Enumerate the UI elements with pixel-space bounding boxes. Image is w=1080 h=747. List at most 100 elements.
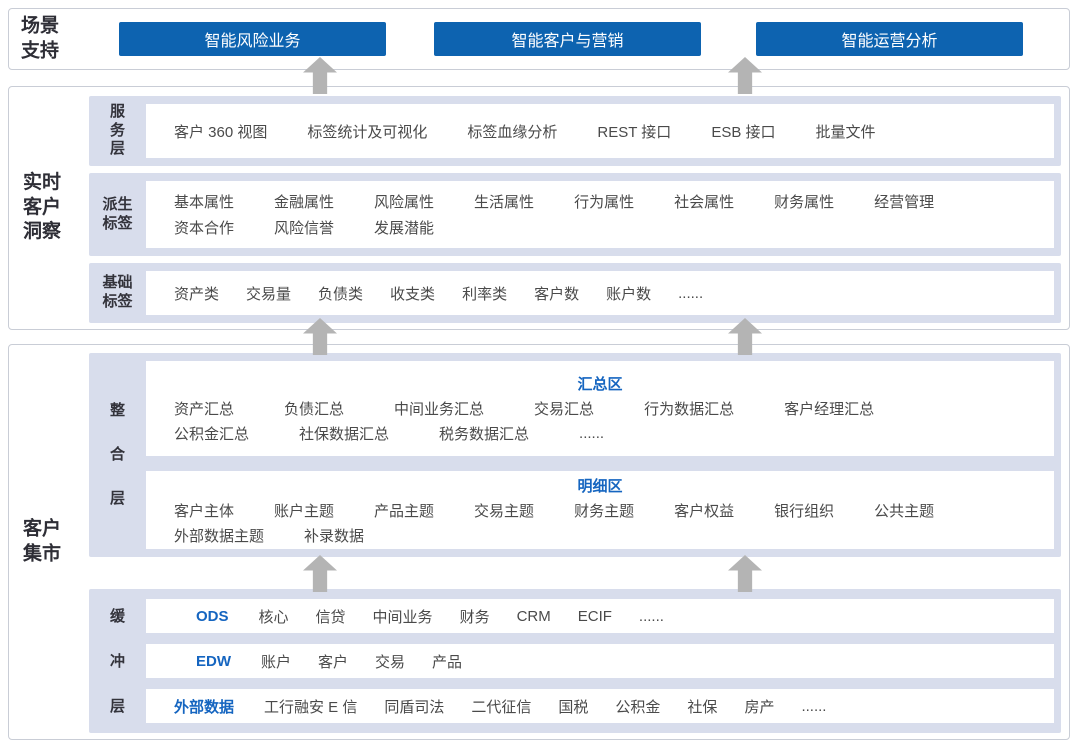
section-scene-support: 场景支持 智能风险业务 智能客户与营销 智能运营分析 xyxy=(8,8,1070,70)
customer-mart-label: 客户集市 xyxy=(23,517,67,566)
diagram-item: 生活属性 xyxy=(474,194,535,211)
integration-layer-content: 汇总区 资产汇总负债汇总中间业务汇总交易汇总行为数据汇总客户经理汇总 公积金汇总… xyxy=(146,353,1054,557)
detail-zone-row-1: 客户主体账户主题产品主题交易主题财务主题客户权益银行组织公共主题 xyxy=(146,500,1054,521)
derived-tags-content: 基本属性 金融属性 风险属性 生活属性 行为属性 社会属性 财务属性 经营管理 资本合作风险信… xyxy=(146,181,1054,248)
diagram-item: 同盾司法 xyxy=(384,698,445,716)
summary-zone-row-1: 资产汇总负债汇总中间业务汇总交易汇总行为数据汇总客户经理汇总 xyxy=(146,398,1054,419)
buffer-layer-label-text: 缓冲层 xyxy=(109,607,125,715)
base-tags-label: 基础标签 xyxy=(89,263,146,323)
diagram-item: 财务 xyxy=(459,608,490,626)
integration-layer-panel: 整合层 汇总区 资产汇总负债汇总中间业务汇总交易汇总行为数据汇总客户经理汇总 公… xyxy=(89,353,1061,557)
detail-zone-title: 明细区 xyxy=(577,477,623,495)
integration-layer-label-text: 整合层 xyxy=(109,402,125,507)
diagram-item: 标签血缘分析 xyxy=(467,123,558,141)
diagram-item: 交易汇总 xyxy=(534,401,595,418)
diagram-item: 客户主体 xyxy=(174,502,235,520)
diagram-item: 基本属性 xyxy=(174,194,235,211)
diagram-item: ...... xyxy=(638,607,664,625)
diagram-item: 账户主题 xyxy=(274,502,335,520)
diagram-item: 信贷 xyxy=(315,608,346,626)
diagram-item: 经营管理 xyxy=(874,194,935,211)
diagram-item: ESB 接口 xyxy=(711,123,776,141)
diagram-item: 风险属性 xyxy=(374,194,435,211)
edw-items: 账户客户交易产品 xyxy=(261,651,462,672)
base-tags-items: 资产类交易量负债类收支类利率类客户数账户数...... xyxy=(146,283,1054,304)
diagram-item: ...... xyxy=(678,284,704,302)
diagram-item: 补录数据 xyxy=(304,527,365,545)
service-layer-label-text: 服务层 xyxy=(109,102,125,158)
diagram-item: 中间业务汇总 xyxy=(394,401,485,418)
scene-button-risk[interactable]: 智能风险业务 xyxy=(119,22,386,56)
diagram-item: 社保 xyxy=(687,698,718,716)
diagram-item: 客户数 xyxy=(534,285,580,303)
diagram-item: 交易主题 xyxy=(474,502,535,520)
diagram-item: 发展潜能 xyxy=(374,220,435,237)
diagram-item: 资本合作 xyxy=(174,220,235,237)
diagram-item: ECIF xyxy=(577,607,612,625)
service-layer-label: 服务层 xyxy=(89,96,146,166)
diagram-item: 公积金 xyxy=(615,698,661,716)
diagram-item: 账户数 xyxy=(606,285,652,303)
diagram-item: 公共主题 xyxy=(874,502,935,520)
summary-zone: 汇总区 资产汇总负债汇总中间业务汇总交易汇总行为数据汇总客户经理汇总 公积金汇总… xyxy=(146,361,1054,456)
scene-button-operation-analysis[interactable]: 智能运营分析 xyxy=(756,22,1023,56)
diagram-item: 国税 xyxy=(558,698,589,716)
base-tags-content: 资产类交易量负债类收支类利率类客户数账户数...... xyxy=(146,271,1054,315)
derived-tags-label-text: 派生标签 xyxy=(102,195,133,232)
summary-zone-row-2: 公积金汇总社保数据汇总税务数据汇总...... xyxy=(146,423,1054,444)
detail-zone: 明细区 客户主体账户主题产品主题交易主题财务主题客户权益银行组织公共主题 外部数… xyxy=(146,471,1054,549)
scene-button-customer-marketing[interactable]: 智能客户与营销 xyxy=(434,22,701,56)
detail-zone-row-2: 外部数据主题 补录数据 xyxy=(146,525,1054,546)
external-data-items: 工行融安 E 信 同盾司法 二代征信 国税 公积金 社保 房产...... xyxy=(264,696,826,717)
diagram-item: 负债汇总 xyxy=(284,401,345,418)
external-data-title: 外部数据 xyxy=(174,698,235,716)
diagram-item: 产品 xyxy=(432,653,463,671)
diagram-item: 资产汇总 xyxy=(174,401,235,418)
diagram-item: 交易 xyxy=(375,653,406,671)
diagram-item: REST 接口 xyxy=(597,123,672,141)
diagram-item: 产品主题 xyxy=(374,502,435,520)
section-customer-mart: 客户集市 整合层 汇总区 资产汇总负债汇总中间业务汇总交易汇总行为数据汇总客户经… xyxy=(8,344,1070,740)
diagram-item: 公积金汇总 xyxy=(174,426,250,443)
diagram-item: 房产 xyxy=(744,698,775,716)
diagram-item: 金融属性 xyxy=(274,194,335,211)
diagram-item: 外部数据主题 xyxy=(174,527,265,545)
derived-tags-panel: 派生标签 基本属性 金融属性 风险属性 生活属性 行为属性 社会属性 财务属性 经营管理 资本… xyxy=(89,173,1061,256)
diagram-item: ...... xyxy=(579,425,605,442)
derived-tags-row-1: 基本属性 金融属性 风险属性 生活属性 行为属性 社会属性 财务属性 经营管理 xyxy=(146,191,1054,212)
diagram-item: ...... xyxy=(801,697,827,715)
buffer-row-edw: EDW 账户客户交易产品 xyxy=(146,644,1054,678)
scene-support-label-text: 场景支持 xyxy=(21,15,60,61)
customer-mart-label-text: 客户集市 xyxy=(23,518,62,564)
diagram-item: 社会属性 xyxy=(674,194,735,211)
diagram-item: 工行融安 E 信 xyxy=(264,698,358,716)
diagram-item: 收支类 xyxy=(390,285,436,303)
diagram-item: 税务数据汇总 xyxy=(439,426,530,443)
service-layer-panel: 服务层 客户 360 视图 标签统计及可视化 标签血缘分析 REST 接口 ESB 接口… xyxy=(89,96,1061,166)
realtime-insight-label: 实时客户洞察 xyxy=(23,171,67,245)
edw-title: EDW xyxy=(196,652,231,670)
diagram-item: 利率类 xyxy=(462,285,508,303)
diagram-item: 行为属性 xyxy=(574,194,635,211)
diagram-item: 核心 xyxy=(258,608,289,626)
diagram-item: 客户 360 视图 xyxy=(174,123,268,141)
diagram-item: 财务属性 xyxy=(774,194,835,211)
base-tags-panel: 基础标签 资产类交易量负债类收支类利率类客户数账户数...... xyxy=(89,263,1061,323)
diagram-item: 资产类 xyxy=(174,285,220,303)
base-tags-label-text: 基础标签 xyxy=(102,274,133,310)
diagram-item: 中间业务 xyxy=(372,608,433,626)
diagram-item: 负债类 xyxy=(318,285,364,303)
ods-title: ODS xyxy=(196,607,229,625)
section-realtime-insight: 实时客户洞察 服务层 客户 360 视图 标签统计及可视化 标签血缘分析 REST 接… xyxy=(8,86,1070,330)
diagram-item: 二代征信 xyxy=(471,698,532,716)
derived-tags-row-2: 资本合作风险信誉发展潜能 xyxy=(146,217,1054,238)
diagram-item: 标签统计及可视化 xyxy=(307,123,428,141)
scene-support-label: 场景支持 xyxy=(21,14,65,63)
derived-tags-label: 派生标签 xyxy=(89,173,146,256)
